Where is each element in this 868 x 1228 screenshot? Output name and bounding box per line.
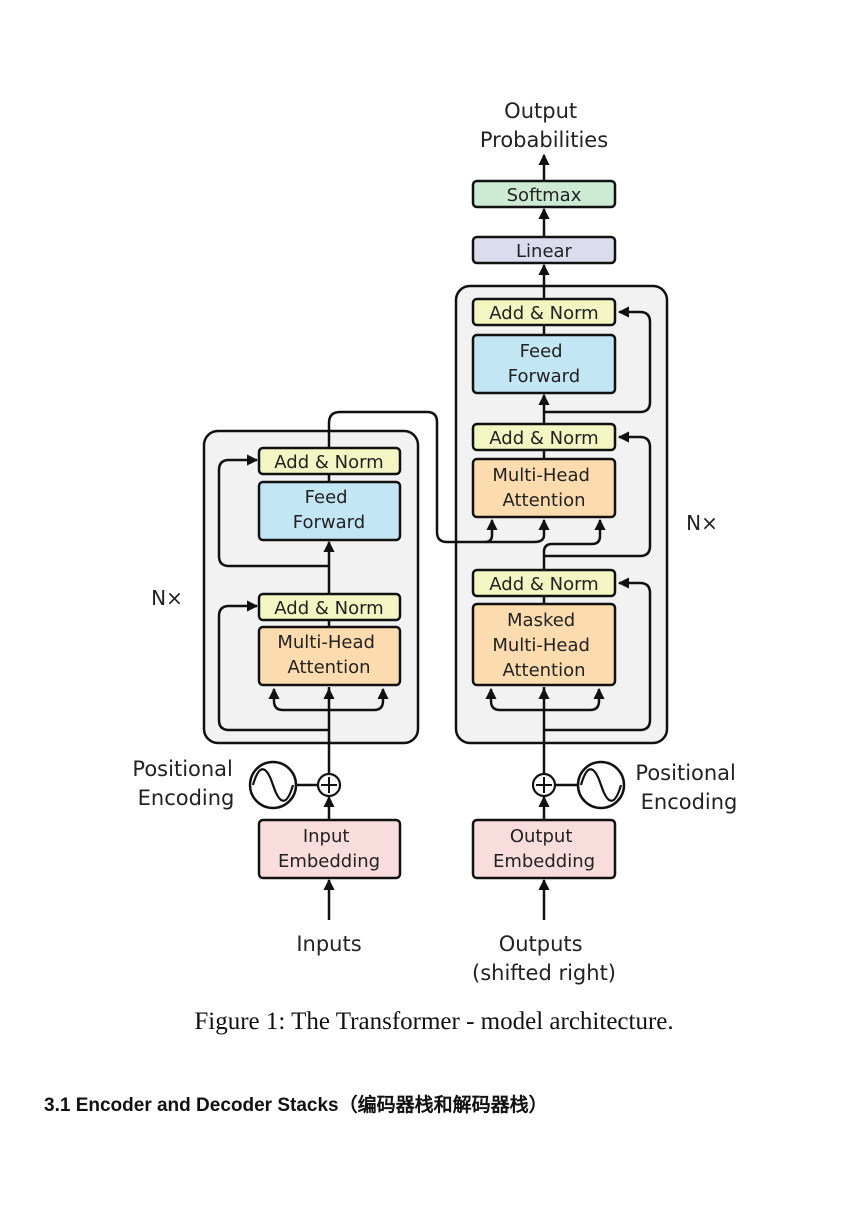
section-heading: 3.1 Encoder and Decoder Stacks（编码器栈和解码器栈… [44, 1095, 548, 1116]
encoder-stack-frame [202, 429, 420, 745]
decoder-add-norm-top-box [471, 297, 617, 327]
decoder-positional-encoding-label: Positional Encoding [635, 761, 742, 814]
decoder-add-norm-bottom-box [471, 568, 617, 598]
encoder-positional-encoding-label: Positional Encoding [132, 757, 239, 810]
encoder-multi-head-attention-box [257, 625, 402, 687]
decoder-masked-attention-label: Masked Multi-Head Attention [492, 610, 595, 681]
decoder-add-icon [531, 772, 557, 798]
linear-box [471, 235, 617, 265]
encoder-add-norm-top-label: Add & Norm [274, 452, 383, 473]
encoder-add-norm-top-box [257, 446, 402, 476]
encoder-multi-head-attention-label: Multi-Head Attention [277, 632, 380, 678]
encoder-repeat-label: N× [151, 586, 183, 610]
encoder-feed-forward-label: Feed Forward [293, 487, 365, 533]
outputs-shifted-right-label: Outputs (shifted right) [472, 932, 616, 985]
decoder-add-norm-bottom-label: Add & Norm [489, 574, 598, 595]
softmax-box [471, 179, 617, 209]
decoder-feed-forward-box [471, 333, 617, 395]
input-embedding-box [257, 818, 402, 880]
encoder-sine-wave-icon [248, 760, 298, 810]
decoder-feed-forward-label: Feed Forward [508, 341, 580, 387]
figure-caption: Figure 1: The Transformer - model archit… [194, 1008, 674, 1035]
encoder-add-norm-bottom-box [257, 592, 402, 622]
encoder-add-norm-bottom-label: Add & Norm [274, 598, 383, 619]
encoder-add-icon [316, 772, 342, 798]
decoder-add-norm-middle-box [471, 422, 617, 452]
softmax-label: Softmax [507, 185, 582, 206]
input-embedding-label: Input Embedding [278, 826, 380, 872]
output-embedding-label: Output Embedding [493, 826, 595, 872]
linear-label: Linear [516, 241, 573, 262]
decoder-multi-head-attention-label: Multi-Head Attention [492, 465, 595, 511]
decoder-sine-wave-icon [576, 760, 626, 810]
decoder-repeat-label: N× [686, 511, 718, 535]
output-embedding-box [471, 818, 617, 880]
transformer-architecture-diagram: Add & Norm Feed Forward Add & Norm Multi… [132, 99, 742, 985]
encoder-feed-forward-box [257, 480, 402, 542]
output-probabilities-label: Output Probabilities [480, 99, 608, 152]
decoder-masked-attention-box [471, 602, 617, 687]
decoder-add-norm-top-label: Add & Norm [489, 303, 598, 324]
inputs-label: Inputs [296, 932, 361, 956]
decoder-add-norm-middle-label: Add & Norm [489, 428, 598, 449]
decoder-multi-head-attention-box [471, 457, 617, 519]
